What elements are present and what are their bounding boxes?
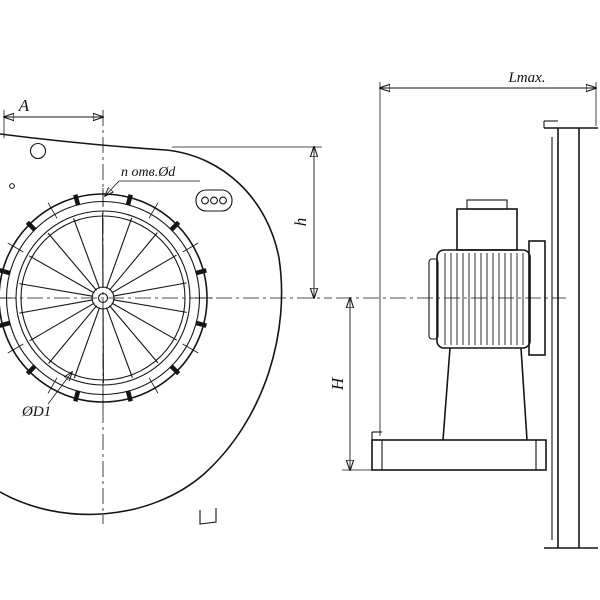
terminal-box-lid bbox=[466, 199, 508, 210]
casing-side-plate bbox=[543, 120, 598, 549]
dia-d1-leader bbox=[47, 372, 72, 405]
base-frame bbox=[371, 431, 547, 471]
small-dot bbox=[9, 183, 15, 189]
front-view bbox=[0, 110, 332, 525]
terminal-box bbox=[456, 208, 518, 251]
motor-left-cap bbox=[428, 258, 439, 340]
dimensions: A h n отв.Ød ØD1 Lmax. H bbox=[4, 70, 596, 470]
scroll-casing-outline bbox=[0, 133, 283, 516]
mounting-hole bbox=[29, 142, 47, 160]
dia-d1-label: ØD1 bbox=[21, 404, 51, 420]
motor-cooling-fins bbox=[444, 253, 524, 345]
side-view bbox=[336, 120, 598, 549]
dim-label-h: h bbox=[291, 218, 310, 227]
motor bbox=[428, 199, 546, 356]
holes-note-label: n отв.Ød bbox=[121, 165, 176, 180]
motor-flange bbox=[528, 240, 546, 356]
casing-foot bbox=[199, 508, 217, 525]
dim-label-A: A bbox=[18, 96, 30, 115]
holes-note-leader bbox=[105, 180, 120, 196]
motor-pedestal bbox=[442, 347, 528, 441]
dim-label-lmax: Lmax. bbox=[507, 70, 545, 86]
dim-label-H: H bbox=[328, 376, 347, 391]
three-hole-tab bbox=[195, 189, 233, 212]
flange-bolts bbox=[0, 188, 213, 408]
